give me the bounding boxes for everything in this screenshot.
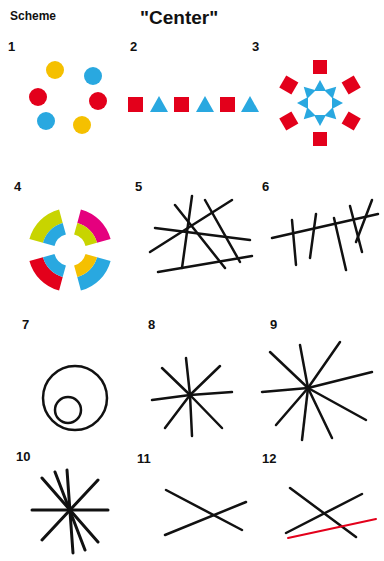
callout-number: 2: [130, 40, 137, 53]
callout-number: 8: [148, 318, 155, 331]
title-text: "Center": [140, 8, 218, 27]
dot-ring: [29, 61, 107, 134]
line-cross-red: [286, 488, 376, 538]
callout-number: 5: [135, 180, 142, 193]
sector-figure: [29, 209, 110, 290]
line-cross: [165, 490, 246, 535]
callout-number: 12: [262, 452, 276, 465]
blob-rays: [152, 358, 232, 436]
scheme-label: Scheme: [10, 10, 56, 22]
callout-number: 3: [252, 40, 259, 53]
callout-number: 1: [8, 40, 15, 53]
callout-number: 11: [137, 452, 151, 465]
circle-pair: [43, 366, 107, 430]
callout-number: 10: [16, 450, 30, 463]
callout-number: 9: [270, 318, 277, 331]
center-star: [32, 470, 108, 553]
line-band: [272, 200, 378, 270]
shape-row: [128, 96, 259, 112]
callout-number: 4: [14, 180, 21, 193]
callout-number: 6: [262, 180, 269, 193]
ray-burst: [262, 342, 372, 440]
callout-number: 7: [22, 318, 29, 331]
radial-shapes: [279, 60, 360, 146]
line-jumble: [150, 196, 252, 272]
